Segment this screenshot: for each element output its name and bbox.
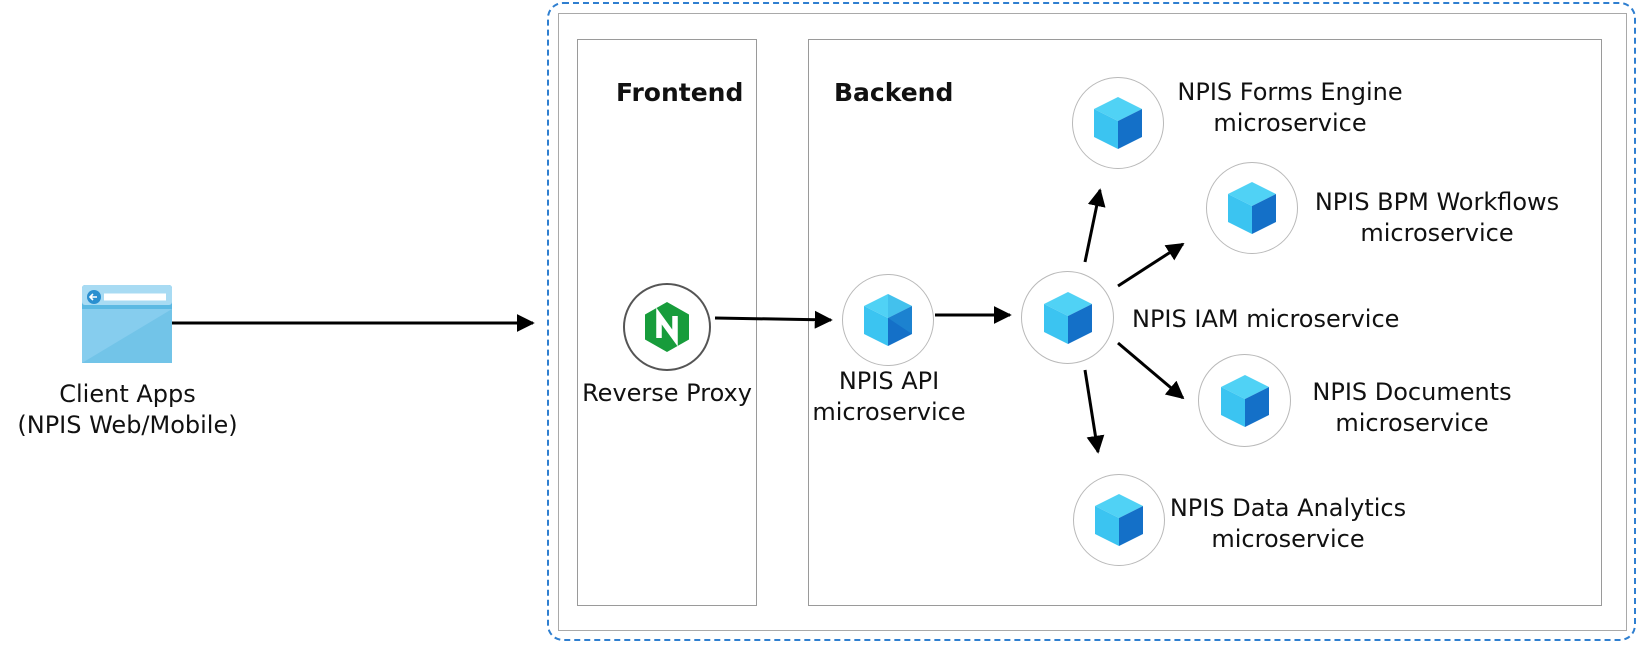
documents-label-line1: NPIS Documents <box>1312 378 1512 406</box>
bpm-service-label: NPIS BPM Workflows microservice <box>1302 187 1572 249</box>
cube-icon <box>1228 182 1276 234</box>
frontend-heading: Frontend <box>616 78 744 107</box>
iam-service-node <box>1021 271 1114 364</box>
documents-label-line2: microservice <box>1335 409 1489 437</box>
forms-label-line1: NPIS Forms Engine <box>1177 78 1403 106</box>
forms-service-node <box>1072 77 1164 169</box>
bpm-service-node <box>1206 162 1298 254</box>
frontend-panel <box>577 39 757 606</box>
client-label-line2: (NPIS Web/Mobile) <box>17 411 238 439</box>
system-boundary <box>547 2 1636 641</box>
arrow-iam-to-forms <box>1083 188 1106 263</box>
backend-panel <box>808 39 1602 606</box>
documents-service-label: NPIS Documents microservice <box>1302 377 1522 439</box>
cube-icon <box>864 294 912 346</box>
cube-icon <box>1220 374 1269 427</box>
forms-label-line2: microservice <box>1213 109 1367 137</box>
api-label-line2: microservice <box>812 398 966 426</box>
backend-heading: Backend <box>834 78 954 107</box>
cube-icon <box>1043 291 1092 344</box>
reverse-proxy-label: Reverse Proxy <box>582 379 752 407</box>
api-service-node <box>842 274 934 366</box>
nginx-icon <box>645 302 689 352</box>
client-label-line1: Client Apps <box>59 380 196 408</box>
analytics-label-line1: NPIS Data Analytics <box>1169 494 1407 522</box>
inner-boundary <box>558 13 1627 631</box>
iam-service-label: NPIS IAM microservice <box>1132 305 1400 333</box>
documents-service-node <box>1198 354 1291 447</box>
cube-icon <box>1095 494 1143 546</box>
client-apps-label: Client Apps (NPIS Web/Mobile) <box>0 379 255 441</box>
api-label-line1: NPIS API <box>838 367 940 395</box>
cube-icon <box>1094 97 1142 149</box>
api-service-label: NPIS API microservice <box>800 366 978 428</box>
forms-service-label: NPIS Forms Engine microservice <box>1160 77 1420 139</box>
arrow-iam-to-documents <box>1117 341 1185 400</box>
reverse-proxy-node <box>623 283 711 371</box>
browser-window-icon <box>82 285 172 367</box>
analytics-service-node <box>1073 474 1165 566</box>
arrow-iam-to-bpm <box>1117 242 1185 288</box>
bpm-label-line1: NPIS BPM Workflows <box>1314 188 1560 216</box>
analytics-label-line2: microservice <box>1211 525 1365 553</box>
arrow-iam-to-analytics <box>1083 369 1105 454</box>
arrow-proxy-to-api <box>714 310 833 329</box>
bpm-label-line2: microservice <box>1360 219 1514 247</box>
analytics-service-label: NPIS Data Analytics microservice <box>1158 493 1418 555</box>
